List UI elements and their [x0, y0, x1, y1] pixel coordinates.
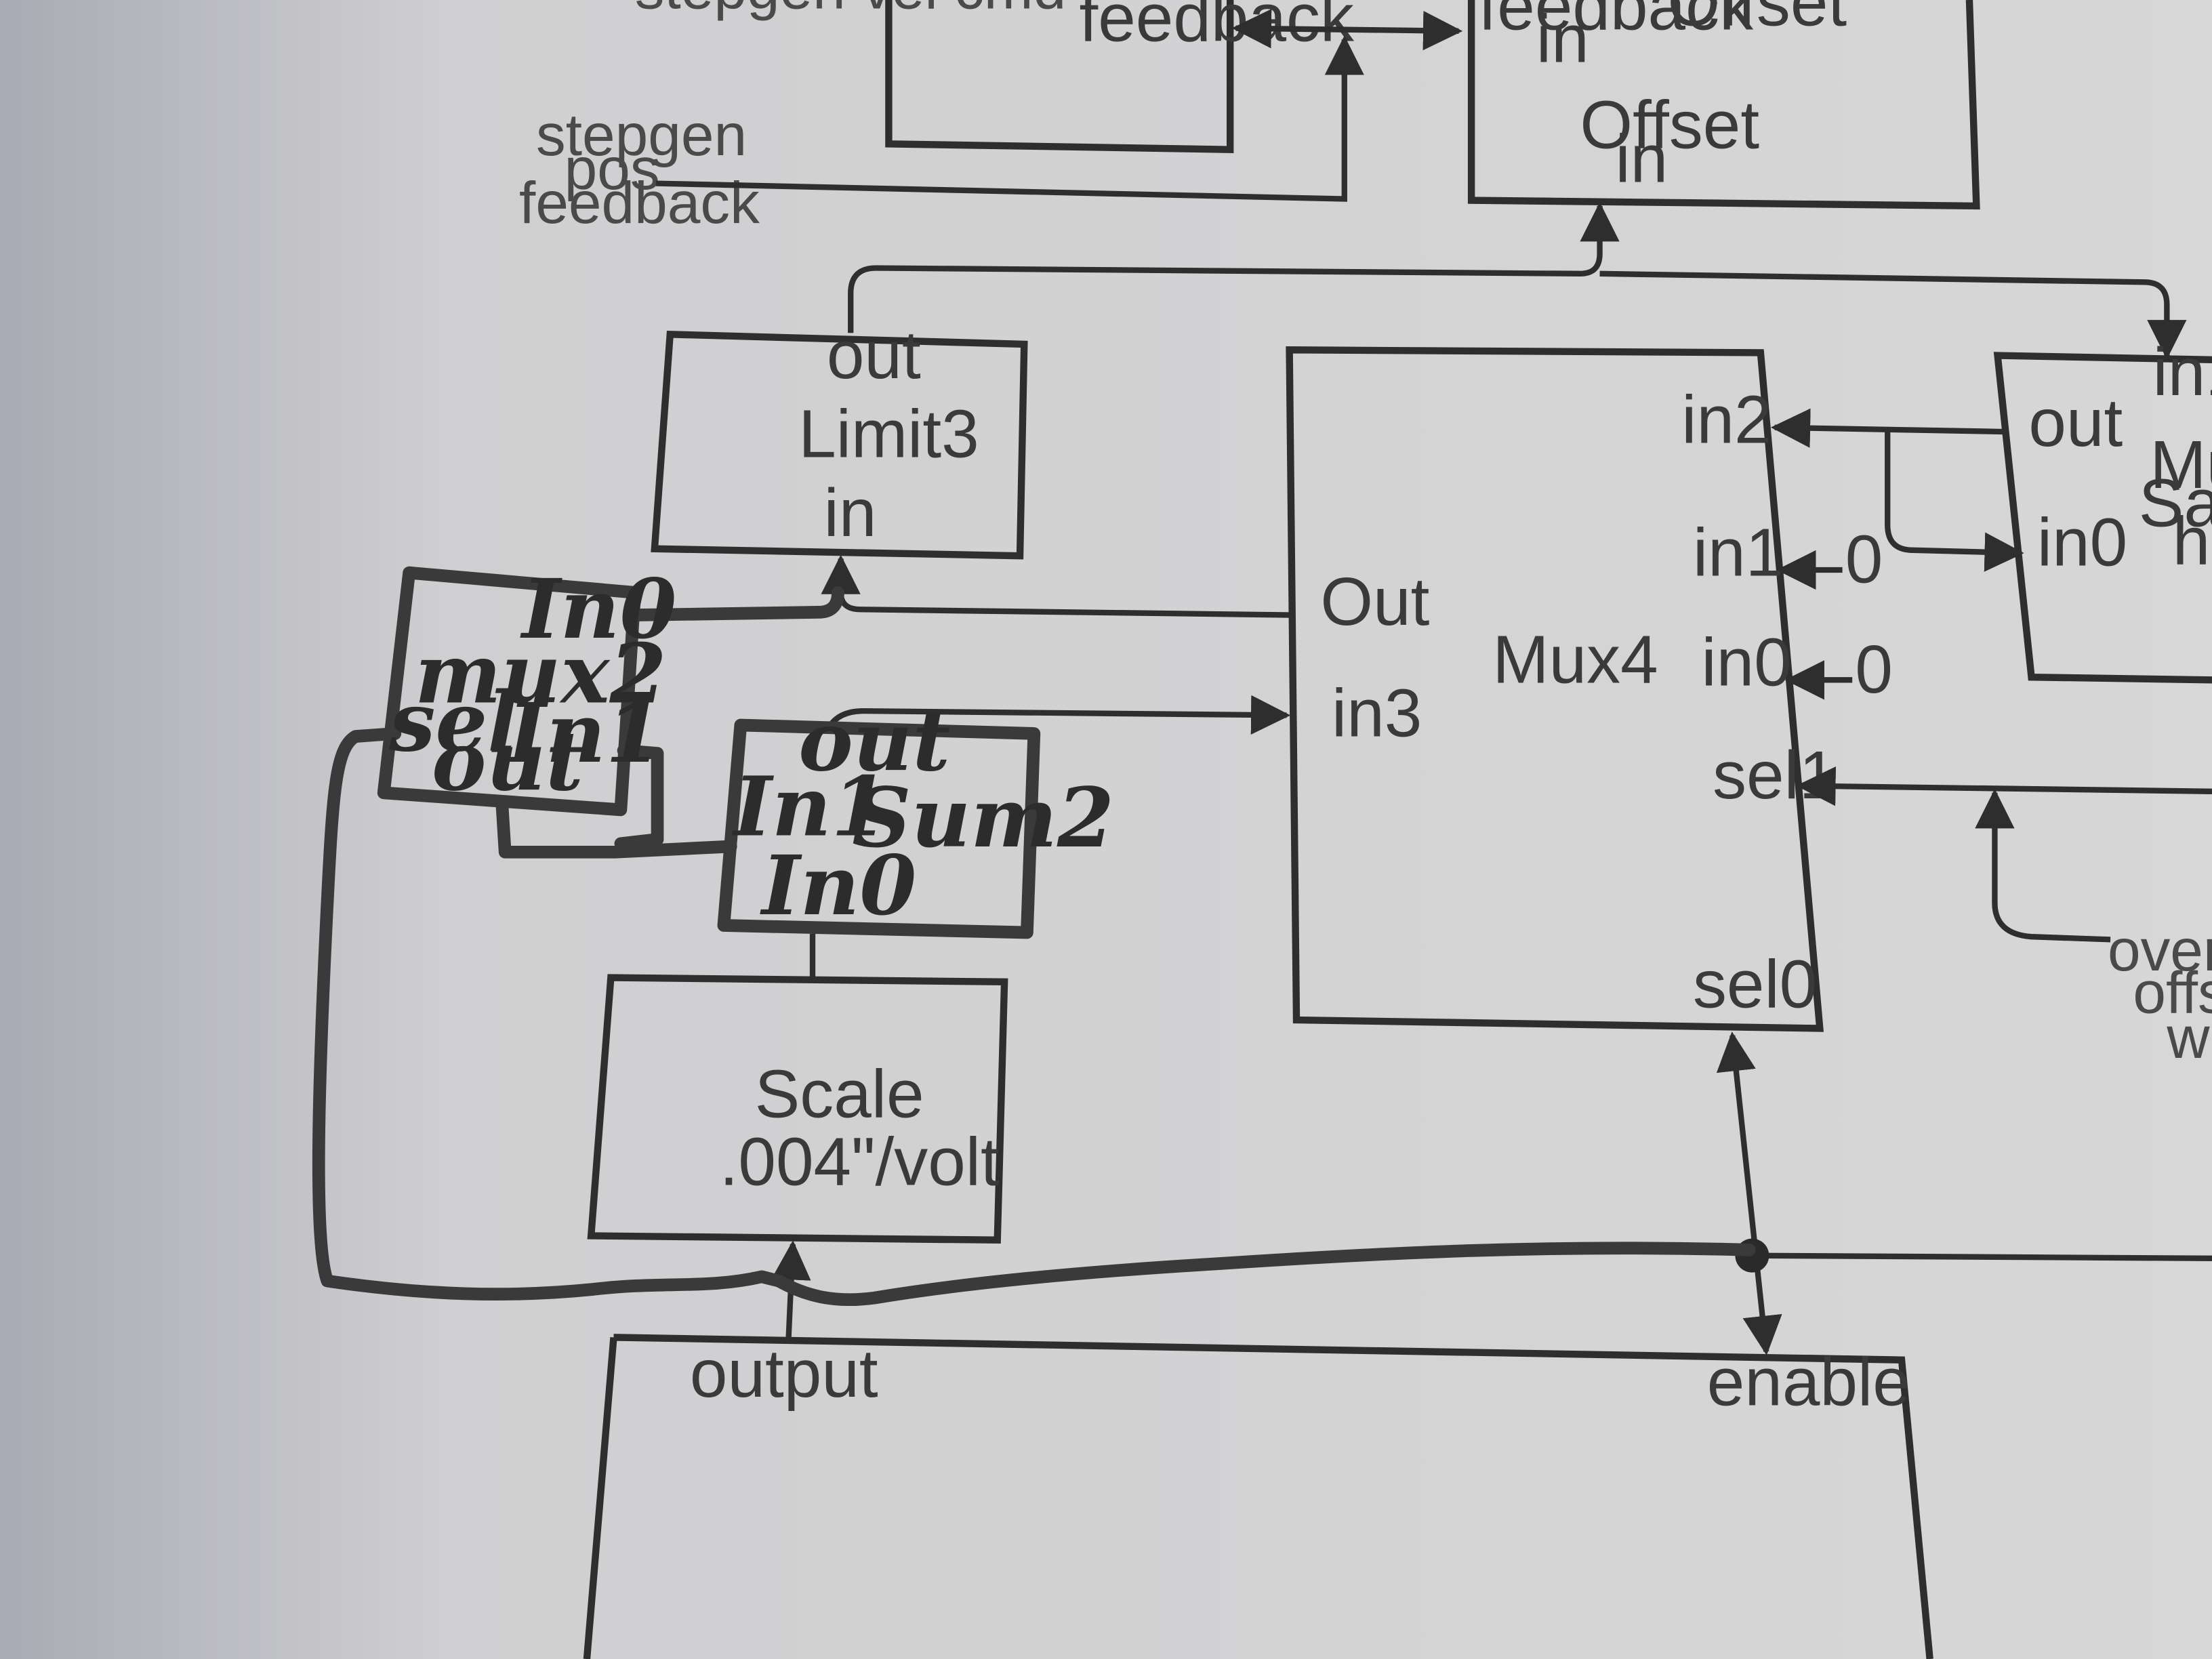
mux2-in1-label: In1 [506, 686, 662, 781]
offset-feedback-in-line1: feedback [1479, 0, 1755, 45]
mux2-out-label: out [432, 714, 583, 810]
overall-offset-line1: overal [2108, 917, 2212, 983]
handwritten-mux2-in0-wire [626, 586, 844, 621]
sample-hold-in0-label: in0 [2037, 506, 2127, 581]
offset-in-label: Offset in [1580, 88, 1778, 197]
stepgen-pos-feedback-line2: pos [565, 136, 660, 202]
mux2-in0-label: In0 [520, 562, 676, 657]
sum2-in0-label: In0 [760, 838, 916, 934]
scale-name: Scale [755, 1057, 924, 1132]
mux4-in2-label: in2 [1681, 383, 1771, 458]
offset-in-line1: Offset [1580, 88, 1759, 163]
offset-feedback-in-line2: in [1536, 2, 1589, 77]
mux2-sel-label: sel [389, 674, 519, 770]
sum2-name: Sum2 [852, 771, 1114, 866]
mux-sample-hold-block: in1 out in0 Mux Sam ho [1993, 335, 2212, 684]
overall-offset-to-sel1-wire [1975, 789, 2111, 943]
limit3-name: Limit3 [798, 396, 979, 472]
sample-hold-in1-label: in1 [2153, 335, 2212, 410]
bottom-output-label: output [690, 1336, 878, 1412]
sum2-out-label: out [798, 695, 950, 790]
scale-value: .004"/volt [720, 1125, 1000, 1200]
overall-offset-line2: offse [2133, 960, 2212, 1026]
sum2-in1-label: In1 [731, 759, 888, 855]
limit3-block: out Limit3 in [651, 318, 1028, 560]
sample-hold-out-to-in2-wire [1770, 408, 2003, 448]
mux4-sel0-label: sel0 [1693, 947, 1817, 1022]
signal-overall-offset: overal offse wa [2108, 917, 2212, 1071]
handwritten-mux2-out-to-sum2-wire [495, 800, 737, 859]
overall-offset-line3: wa [2166, 1004, 2212, 1071]
scale-block: Scale .004"/volt [587, 974, 1008, 1244]
enable-right-wire [1752, 1252, 2212, 1261]
sample-hold-name: Mux Sam ho [2139, 428, 2212, 579]
in0-const-label: 0 [1855, 632, 1893, 708]
offset-block: feedback in Offset Offset in [1467, 0, 1980, 210]
signal-stepgen-pos-feedback: stepgen pos feedback [519, 102, 763, 236]
mux4-block: Out Mux4 in3 in2 in1 in0 sel1 sel0 [1286, 346, 1837, 1032]
in1-const-label: 0 [1845, 523, 1883, 598]
stepgen-pos-feedback-line1: stepgen [536, 102, 747, 168]
mux4-sel1-label: sel1 [1713, 738, 1837, 813]
limit3-in-label: in [824, 476, 877, 551]
offset-label: Offset [1667, 0, 1847, 40]
handwritten-mux2-block: In0 mux2 sel In1 out [377, 562, 676, 817]
mux2-name: mux2 [415, 627, 666, 722]
limit3-to-offset-wire [848, 202, 1620, 333]
handwritten-sel-wire [312, 727, 1756, 1307]
sample-hold-name-line2: Sam [2139, 466, 2212, 541]
handwritten-mux2-in1-wire [614, 744, 664, 851]
bottom-enable-label: enable [1707, 1345, 1910, 1420]
mux4-in0-label: in0 [1701, 626, 1791, 701]
sample-hold-out-label: out [2028, 386, 2123, 461]
feedback-wire [1231, 9, 1463, 51]
offset-in-line2: in [1615, 122, 1668, 197]
signal-stepgen-vel-cmd: stepgen vel cmd [635, 0, 1066, 21]
mux4-in1-label: in1 [1693, 515, 1783, 590]
sample-hold-feedback-wire [1885, 430, 2024, 572]
enable-sel0-wire [1716, 1031, 1782, 1355]
limit3-to-sample-hold-wire [1599, 270, 2187, 360]
mux4-in3-label: in3 [1332, 676, 1422, 752]
sample-hold-name-line3: ho [2173, 504, 2212, 579]
stepgen-pos-wire [655, 35, 1364, 202]
offset-feedback-in-label: feedback in [1479, 0, 1772, 77]
mux4-name: Mux4 [1492, 623, 1658, 698]
bottom-block: output enable [583, 1334, 1933, 1659]
stepgen-pos-feedback-line3: feedback [519, 169, 760, 236]
sel1-wire [1796, 766, 2212, 806]
limit3-out-label: out [827, 318, 921, 393]
mux4-out-label: Out [1320, 565, 1429, 640]
sample-hold-name-line1: Mux [2150, 428, 2212, 503]
handwritten-sum2-block: out In1 Sum2 In0 [717, 695, 1114, 939]
